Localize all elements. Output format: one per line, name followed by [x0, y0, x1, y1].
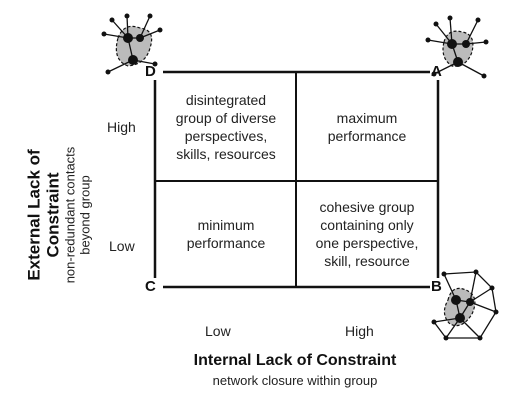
x-tick-low: Low [205, 323, 231, 339]
corner-label-a: A [431, 63, 442, 80]
x-axis-title: Internal Lack of Constraint [193, 352, 397, 369]
y-tick-low: Low [109, 238, 135, 254]
quadrant-bottom-right-line2: containing only [320, 217, 414, 233]
network-icon-top-right [425, 15, 489, 79]
quadrant-top-right-line2: performance [327, 127, 407, 144]
quadrant-bottom-left-line1: minimum [197, 217, 255, 233]
quadrant-bottom-right-line4: skill, resource [324, 253, 410, 269]
y-axis-title-line2: Constraint [43, 172, 63, 258]
quadrant-top-right: maximum performance [298, 74, 436, 179]
quadrant-top-left-line4: skills, resources [176, 145, 276, 162]
y-axis-subtitle-line2: beyond group [77, 175, 93, 255]
y-axis-label: External Lack of Constraint non-redundan… [8, 95, 108, 335]
quadrant-top-left-line2: group of diverse [175, 109, 277, 126]
quadrant-bottom-right-line3: one perspective, [315, 235, 419, 251]
corner-label-b: B [431, 278, 442, 295]
quadrant-bottom-right-line1: cohesive group [319, 199, 415, 215]
network-icon-bottom-right [431, 269, 499, 341]
x-tick-high: High [345, 323, 374, 339]
quadrant-bottom-left-line2: performance [186, 235, 266, 251]
quadrant-top-left: disintegrated group of diverse perspecti… [158, 74, 294, 179]
network-icon-top-left [101, 13, 163, 75]
quadrant-bottom-left: minimum performance [158, 183, 294, 285]
quadrant-top-right-line1: maximum [336, 109, 398, 126]
corner-label-d: D [145, 63, 156, 80]
y-axis-title-line1: External Lack of [24, 149, 44, 281]
quadrant-top-left-line3: perspectives, [184, 127, 268, 144]
x-axis-subtitle: network closure within group [212, 373, 378, 388]
y-axis-subtitle-line1: non-redundant contacts [62, 146, 78, 284]
quadrant-bottom-right: cohesive group containing only one persp… [298, 183, 436, 285]
y-tick-high: High [107, 119, 136, 135]
corner-label-c: C [145, 278, 156, 295]
quadrant-top-left-line1: disintegrated [185, 91, 267, 108]
